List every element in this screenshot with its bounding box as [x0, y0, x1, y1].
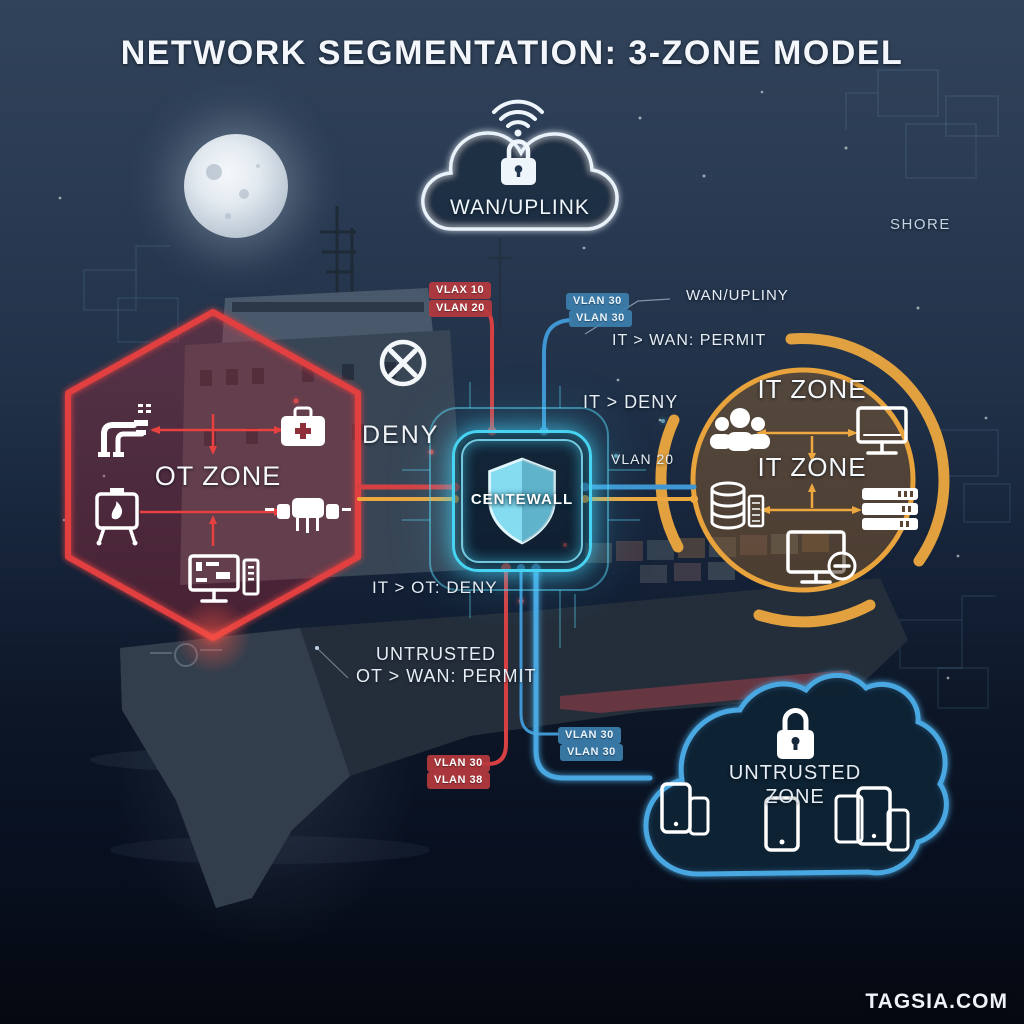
firewall-label: CENTEWALL	[470, 491, 574, 509]
connection-lines	[356, 227, 698, 781]
monitor-icon	[856, 406, 908, 455]
monitor-badge-icon	[786, 530, 857, 584]
it-zone	[655, 333, 950, 628]
untrusted-note-annotation: UNTRUSTED	[376, 644, 496, 664]
pipes-icon	[98, 404, 151, 457]
vlan20-annotation: VLAN 20	[611, 451, 675, 467]
vlan-badge: VLAX 10	[429, 282, 492, 299]
toolbox-icon	[281, 406, 325, 446]
wan-upliny-annotation: WAN/UPLINY	[686, 287, 789, 304]
deny-annotation: DENY	[362, 421, 440, 449]
untrusted-cloud	[643, 673, 949, 877]
it-deny-annotation: IT > DENY	[583, 392, 679, 412]
boiler-icon	[95, 488, 139, 546]
untrusted-zone-label-line1: UNTRUSTED	[728, 762, 862, 784]
robot-icon	[265, 498, 351, 533]
users-icon	[710, 408, 770, 451]
vlan-badge: VLAN 30	[427, 755, 490, 772]
wifi-icon	[492, 99, 544, 137]
firewall-box: CENTEWALL	[452, 430, 592, 572]
vlan-badge: VLAN 30	[566, 293, 629, 310]
ot-wan-permit-annotation: OT > WAN: PERMIT	[356, 666, 537, 686]
phone-icon	[764, 796, 800, 852]
ot-zone	[65, 309, 361, 674]
database-icon	[710, 481, 765, 530]
vlan-blue-top-line	[542, 318, 572, 430]
vlan-badge: VLAN 20	[429, 300, 492, 317]
it-ot-deny-annotation: IT > OT: DENY	[372, 578, 498, 597]
moon	[184, 134, 288, 238]
it-zone-arcs	[655, 333, 950, 628]
it-zone-label-center: IT ZONE	[757, 452, 867, 482]
firewall-down-blue-thin-line	[519, 568, 560, 736]
vlan-badge: VLAN 30	[569, 310, 632, 327]
it-wan-permit-annotation: IT > WAN: PERMIT	[612, 332, 767, 349]
ot-zone-label: OT ZONE	[154, 461, 282, 491]
phones-icon	[834, 786, 910, 852]
wan-cloud	[421, 99, 619, 231]
hmi-monitor-icon	[188, 554, 260, 603]
ot-arrows	[140, 414, 284, 546]
lock-icon	[501, 139, 536, 185]
shore-label: SHORE	[890, 216, 951, 233]
untrusted-zone-label-line2: ZONE	[765, 786, 825, 808]
containers	[585, 532, 829, 583]
watermark: TAGSIA.COM	[865, 990, 1008, 1013]
lock-icon	[777, 708, 814, 759]
firewall-to-untrusted-line	[533, 567, 653, 781]
wan-cloud-label: WAN/UPLINK	[450, 196, 590, 219]
page-title: NETWORK SEGMENTATION: 3-ZONE MODEL	[120, 34, 904, 72]
vlan-badge: VLAN 30	[558, 727, 621, 744]
circle-x-icon	[379, 339, 427, 387]
ship-silhouette	[120, 206, 908, 908]
firewall-circuit-frame	[402, 382, 646, 648]
vlan-badge: VLAN 38	[427, 772, 490, 789]
it-zone-label-top: IT ZONE	[757, 374, 867, 404]
vlan-red-top-line	[475, 306, 495, 430]
shield-icon	[488, 457, 556, 545]
firewall-inner-frame	[461, 439, 583, 563]
phones-icon	[660, 782, 710, 836]
vlan-badge: VLAN 30	[560, 744, 623, 761]
server-rack-icon	[862, 488, 918, 530]
